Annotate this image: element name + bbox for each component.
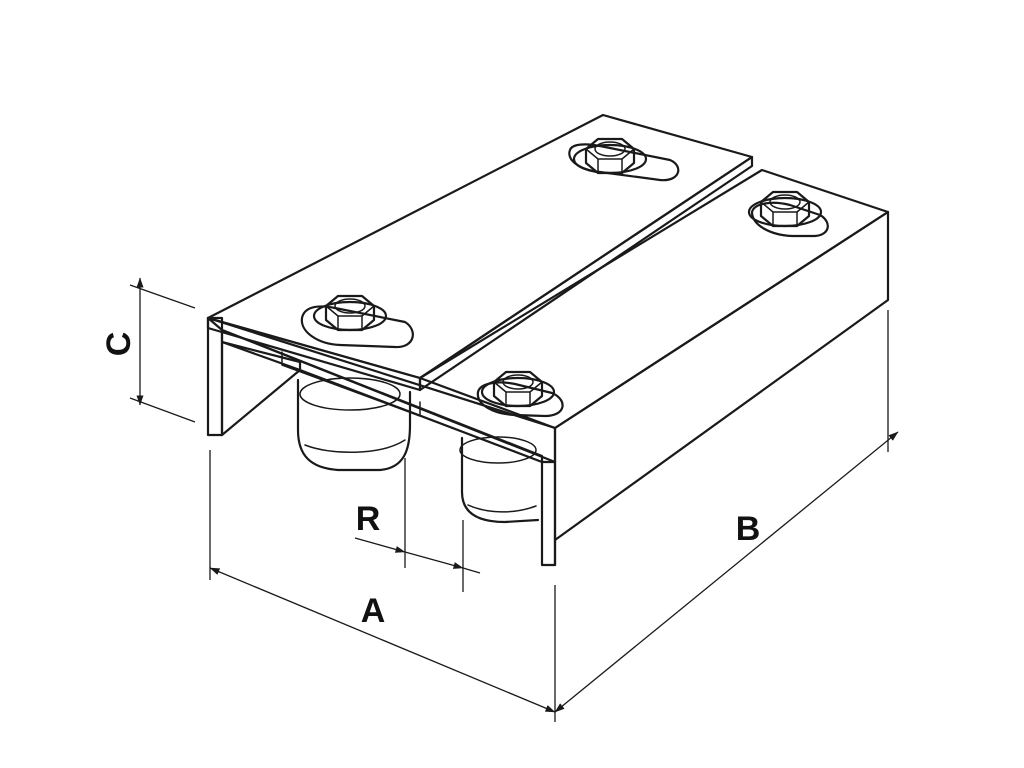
dimension-b: B — [554, 310, 899, 713]
dimension-a: A — [209, 450, 556, 722]
guide-roller-right — [459, 436, 540, 524]
dimension-label-c: C — [100, 332, 138, 357]
bracket-base — [206, 168, 890, 567]
slot-back-right — [750, 201, 829, 238]
hex-bolt-front-left — [312, 294, 388, 332]
hex-bolt-back-right — [747, 190, 823, 228]
guide-roller-left — [296, 377, 412, 472]
hex-bolt-front-right — [480, 370, 556, 408]
top-plate — [206, 113, 754, 392]
slot-front-left — [300, 305, 414, 349]
dimension-label-r: R — [356, 500, 381, 538]
dimension-label-b: B — [736, 510, 761, 548]
hex-bolt-back-left — [572, 137, 648, 175]
dimension-r: R — [354, 458, 481, 592]
dimension-label-a: A — [361, 592, 386, 630]
dimension-c: C — [100, 277, 196, 423]
